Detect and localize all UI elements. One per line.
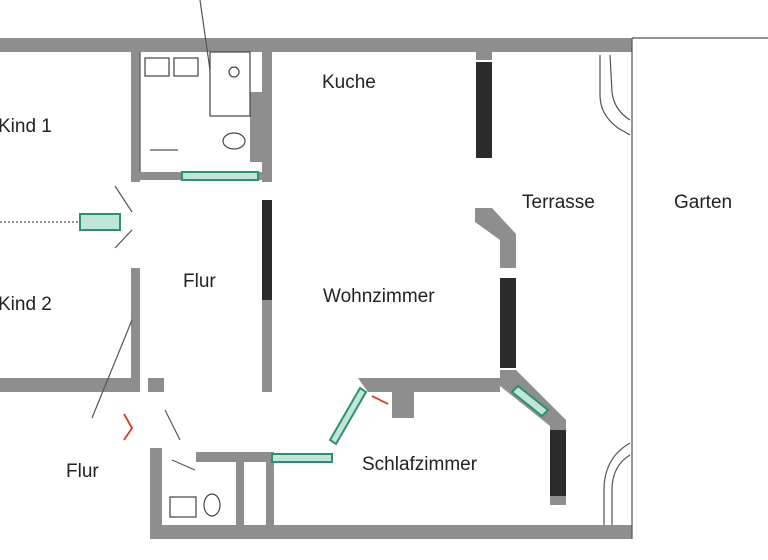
wall-bath2-right [266,456,274,528]
label-schlafzimmer: Schlafzimmer [362,454,478,475]
sink-icon [169,496,197,518]
label-kind2: Kind 2 [0,294,52,315]
wall-bath2-div [236,456,244,528]
wall-bath-right [262,52,272,182]
window [262,200,272,300]
wall-bay-upper [475,208,516,268]
wall-kind2-bottom [0,378,140,392]
markers [123,395,389,441]
label-terrasse: Terrasse [522,192,595,213]
window [500,278,516,368]
label-kind1: Kind 1 [0,116,52,137]
window [550,430,566,496]
wall-kind-right [131,52,140,182]
toilet-icon [203,493,221,517]
wall-flur-stub [148,378,164,392]
sink-icon [173,57,199,77]
wall-kuche-right [476,38,492,60]
window [476,62,492,158]
wall-bath2-top [196,452,274,462]
label-garten: Garten [674,192,732,213]
wall-bottom-right [566,525,632,539]
label-wohnzimmer: Wohnzimmer [323,286,435,307]
door [328,386,368,446]
marker-icon [123,413,134,441]
walls [0,38,632,539]
wall-bath-inner [250,92,264,162]
wall-top [0,38,632,52]
toilet-icon [222,132,246,150]
door [510,384,550,418]
door [79,213,121,231]
door [181,171,259,181]
label-flur-bottom: Flur [66,461,99,482]
door [271,453,333,463]
wall-schlaf-top [358,378,500,418]
room-labels: Kind 1 Kind 2 Flur Flur Kuche Wohnzimmer… [0,72,732,482]
shower-drain-icon [228,66,240,78]
wall-bay-lower [500,370,566,505]
sink-icon [144,57,170,77]
wall-flur-wohn [262,300,272,392]
label-flur-top: Flur [183,271,216,292]
thin-lines [91,0,768,539]
marker-icon [371,395,389,405]
label-kuche: Kuche [322,72,376,93]
doors [0,149,550,471]
wall-bath2-left [150,448,162,538]
wall-bottom [150,525,566,539]
windows [262,62,566,496]
wall-kind-right-lower [131,268,140,392]
